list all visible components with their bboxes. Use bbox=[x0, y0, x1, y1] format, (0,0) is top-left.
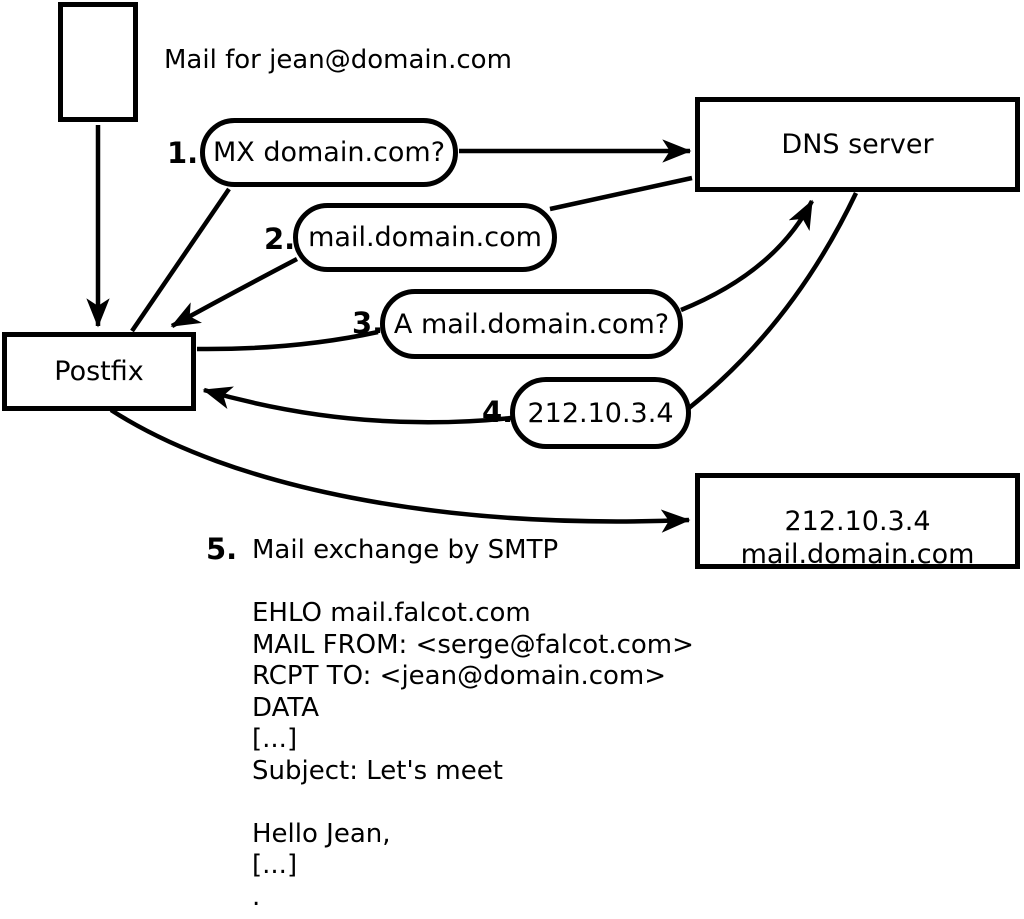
connector-postfix-to-mailserver bbox=[109, 408, 691, 533]
smtp-line: DATA bbox=[252, 692, 319, 723]
step3-number: 3. bbox=[352, 306, 384, 340]
connector-dns-to-reply4 bbox=[687, 192, 859, 410]
smtp-line: RCPT TO: <jean@domain.com> bbox=[252, 661, 667, 691]
smtp-line: EHLO mail.falcot.com bbox=[252, 598, 531, 628]
reply-a-pill: 212.10.3.4 bbox=[510, 377, 691, 449]
smtp-line: . bbox=[252, 881, 261, 912]
smtp-line: [...] bbox=[252, 724, 298, 754]
postfix-label: Postfix bbox=[54, 356, 144, 387]
mail-message-node bbox=[58, 2, 138, 122]
smtp-line: [...] bbox=[252, 850, 298, 880]
mail-source-label: Mail for jean@domain.com bbox=[164, 45, 512, 75]
mail-server-node: 212.10.3.4 mail.domain.com bbox=[695, 473, 1020, 570]
connector-postfix-to-query1 bbox=[130, 187, 231, 333]
connector-reply2-to-postfix bbox=[170, 257, 299, 328]
connector-query3-to-dns bbox=[680, 199, 814, 313]
dns-server-node: DNS server bbox=[695, 97, 1020, 192]
step5-number: 5. bbox=[206, 532, 238, 566]
connector-reply4-to-postfix bbox=[202, 386, 512, 425]
smtp-session-block: EHLO mail.falcot.com MAIL FROM: <serge@f… bbox=[252, 598, 694, 913]
smtp-line: Hello Jean, bbox=[252, 818, 391, 849]
smtp-line: Subject: Let's meet bbox=[252, 755, 503, 786]
connector-postfix-to-query3 bbox=[196, 329, 379, 352]
query-mx-label: MX domain.com? bbox=[212, 137, 446, 168]
step1-number: 1. bbox=[167, 136, 199, 170]
dns-server-label: DNS server bbox=[781, 129, 934, 160]
reply-a-label: 212.10.3.4 bbox=[527, 397, 674, 429]
step2-number: 2. bbox=[264, 222, 296, 256]
smtp-line: MAIL FROM: <serge@falcot.com> bbox=[252, 629, 694, 660]
smtp-exchange-label: Mail exchange by SMTP bbox=[252, 535, 559, 565]
connector-dns-to-reply2 bbox=[549, 175, 693, 212]
reply-mx-label: mail.domain.com bbox=[308, 222, 542, 253]
mail-server-hostname: mail.domain.com bbox=[740, 538, 975, 570]
query-a-pill: A mail.domain.com? bbox=[380, 289, 683, 359]
postfix-node: Postfix bbox=[2, 332, 196, 411]
reply-mx-pill: mail.domain.com bbox=[293, 203, 557, 272]
step4-number: 4. bbox=[482, 395, 514, 429]
mail-server-ip: 212.10.3.4 bbox=[784, 505, 931, 537]
query-a-label: A mail.domain.com? bbox=[393, 308, 670, 340]
query-mx-pill: MX domain.com? bbox=[200, 118, 458, 187]
smtp-line-blank bbox=[252, 787, 694, 819]
